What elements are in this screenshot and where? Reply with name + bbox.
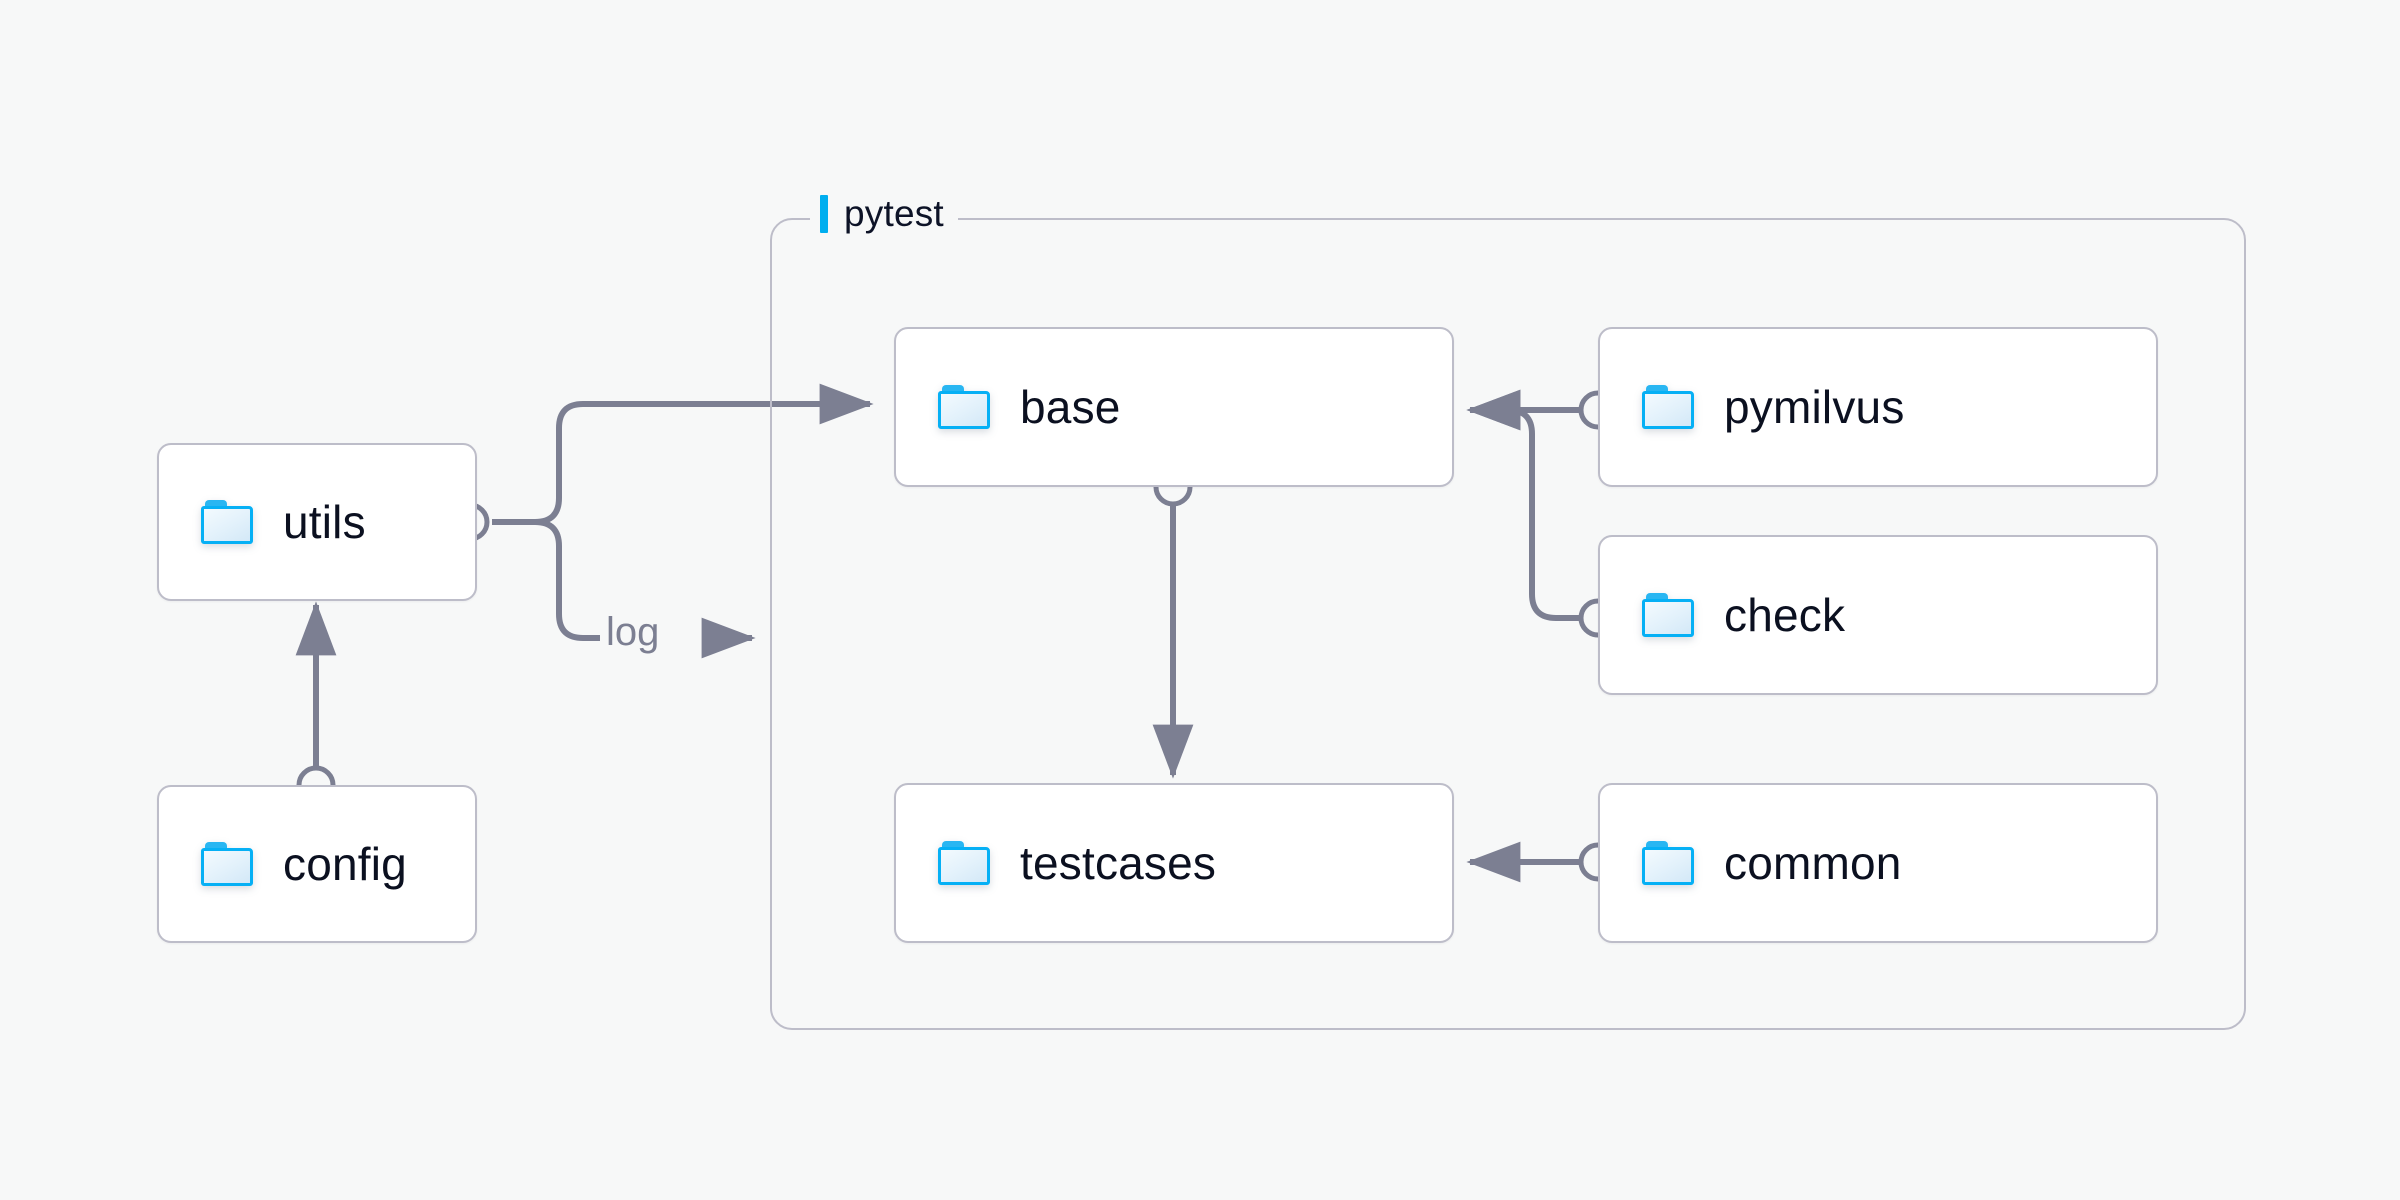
node-base[interactable]: base — [894, 327, 1454, 487]
folder-icon — [938, 385, 990, 429]
node-utils[interactable]: utils — [157, 443, 477, 601]
node-label: testcases — [1020, 837, 1217, 889]
group-label-text: pytest — [844, 193, 944, 234]
group-pytest[interactable] — [770, 218, 2246, 1030]
node-label: base — [1020, 381, 1121, 433]
folder-icon — [201, 842, 253, 886]
folder-icon — [1642, 593, 1694, 637]
node-label: pymilvus — [1724, 381, 1905, 433]
edge-utils-log — [534, 519, 600, 641]
node-label: config — [283, 838, 407, 890]
node-label: common — [1724, 837, 1902, 889]
folder-icon — [1642, 841, 1694, 885]
accent-bar-icon — [820, 195, 828, 233]
folder-icon — [1642, 385, 1694, 429]
node-check[interactable]: check — [1598, 535, 2158, 695]
folder-icon — [938, 841, 990, 885]
node-common[interactable]: common — [1598, 783, 2158, 943]
node-label: check — [1724, 589, 1846, 641]
folder-icon — [201, 500, 253, 544]
node-pymilvus[interactable]: pymilvus — [1598, 327, 2158, 487]
node-testcases[interactable]: testcases — [894, 783, 1454, 943]
group-pytest-label: pytest — [810, 192, 958, 236]
edge-label-log: log — [606, 610, 660, 654]
node-label: utils — [283, 496, 366, 548]
node-config[interactable]: config — [157, 785, 477, 943]
